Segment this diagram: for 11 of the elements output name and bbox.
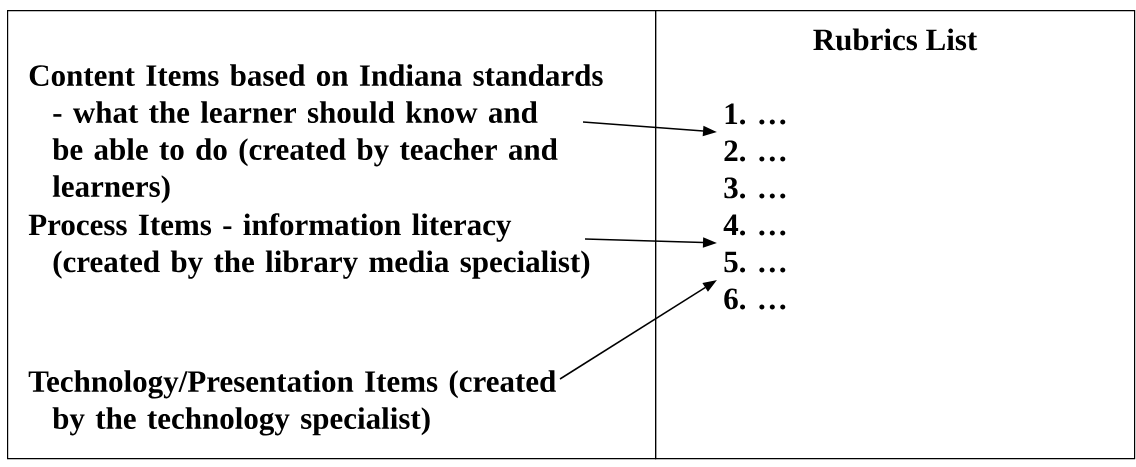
- list-item: 2. …: [724, 140, 786, 162]
- heading: Rubrics List: [813, 28, 978, 51]
- list-item: 3. …: [724, 177, 786, 199]
- list-item: 4. …: [723, 214, 786, 236]
- list-item: 5. …: [724, 251, 786, 273]
- item-text: Process Items - information literacy (created by the library media specialist): [28, 213, 590, 279]
- list-item: 6. …: [724, 288, 786, 310]
- list-item: 1. …: [725, 103, 786, 125]
- item-text: Content Items based on Indiana standards - what the learner should know and be able to do (created by teacher and learners): [29, 64, 603, 204]
- panel-box: [7, 10, 657, 460]
- item-text: Technology/Presentation Items (created by the technology specialist): [28, 370, 556, 436]
